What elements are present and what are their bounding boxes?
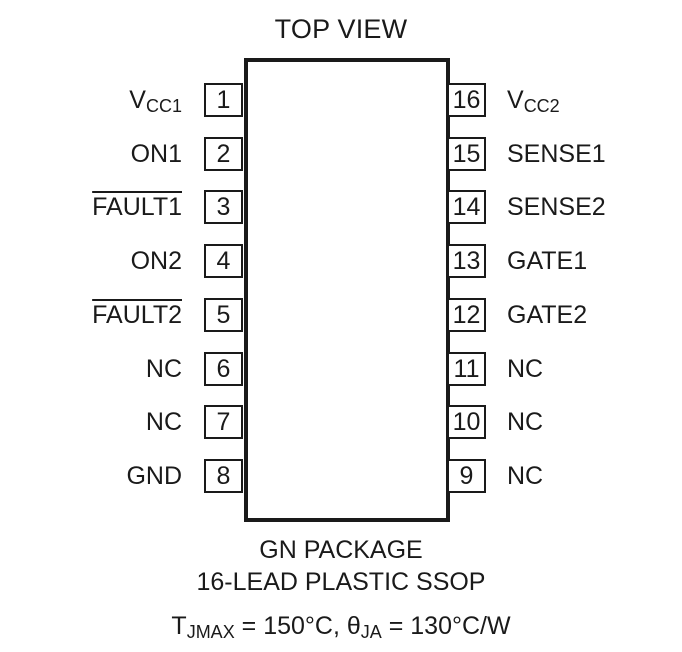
pin-9-name: NC — [507, 462, 544, 490]
thermal-spec: TJMAX = 150°C, θJA = 130°C/W — [0, 612, 682, 641]
pin-8-number: 8 — [204, 459, 243, 493]
tjmax-symbol: T — [171, 612, 187, 640]
pin-5-name: FAULT2 — [92, 301, 182, 329]
pin-1-subscript: CC1 — [145, 96, 182, 116]
diagram-title: TOP VIEW — [274, 14, 408, 44]
theta-value: = 130°C/W — [381, 612, 511, 640]
pin-13-number: 13 — [447, 244, 486, 278]
pin-2-number: 2 — [204, 137, 243, 171]
pin-8-name: GND — [126, 462, 182, 490]
pin-12-label: GATE2 — [507, 298, 587, 332]
pin-13-label: GATE1 — [507, 244, 587, 278]
package-description: 16-LEAD PLASTIC SSOP — [196, 568, 486, 596]
pin-13-name: GATE1 — [507, 247, 588, 275]
pin-6-name: NC — [145, 355, 182, 383]
pin-12-name: GATE2 — [507, 301, 588, 329]
pin-9-number: 9 — [447, 459, 486, 493]
pin-15-label: SENSE1 — [507, 137, 606, 171]
pin-5-label: FAULT2 — [92, 298, 182, 332]
pin-10-name: NC — [507, 408, 544, 436]
pin-14-label: SENSE2 — [507, 190, 606, 224]
pin-7-number: 7 — [204, 405, 243, 439]
pin-2-name: ON1 — [130, 140, 182, 168]
pin-3-number: 3 — [204, 190, 243, 224]
pin-1-number: 1 — [204, 83, 243, 117]
pin-15-number: 15 — [447, 137, 486, 171]
pin-11-name: NC — [507, 355, 544, 383]
pin-6-number: 6 — [204, 352, 243, 386]
ic-package-body — [244, 58, 450, 522]
pin-12-number: 12 — [447, 298, 486, 332]
pin-9-label: NC — [507, 459, 543, 493]
package-name: GN PACKAGE — [259, 536, 423, 564]
pin-4-number: 4 — [204, 244, 243, 278]
pin-3-label: FAULT1 — [92, 190, 182, 224]
theta-subscript: JA — [360, 622, 382, 642]
pin-16-label: VCC2 — [507, 83, 560, 117]
theta-symbol: θ — [346, 612, 361, 640]
pin-11-label: NC — [507, 352, 543, 386]
pin-16-name: V — [507, 86, 524, 114]
pin-1-label: VCC1 — [129, 83, 182, 117]
pin-2-label: ON1 — [131, 137, 182, 171]
tjmax-value: = 150°C, — [234, 612, 347, 640]
pin-6-label: NC — [146, 352, 182, 386]
pin-10-label: NC — [507, 405, 543, 439]
pin-4-label: ON2 — [131, 244, 182, 278]
tjmax-subscript: JMAX — [186, 622, 235, 642]
pin-10-number: 10 — [447, 405, 486, 439]
pin-1-name: V — [129, 86, 146, 114]
pin-3-name: FAULT1 — [92, 193, 182, 221]
pin-16-number: 16 — [447, 83, 486, 117]
pin-7-name: NC — [145, 408, 182, 436]
pin-4-name: ON2 — [130, 247, 182, 275]
pin-14-name: SENSE2 — [507, 193, 606, 221]
pin-16-subscript: CC2 — [523, 96, 560, 116]
pin-14-number: 14 — [447, 190, 486, 224]
pin-7-label: NC — [146, 405, 182, 439]
pin-5-number: 5 — [204, 298, 243, 332]
pin-8-label: GND — [126, 459, 182, 493]
pin-15-name: SENSE1 — [507, 140, 606, 168]
pin-11-number: 11 — [447, 352, 486, 386]
